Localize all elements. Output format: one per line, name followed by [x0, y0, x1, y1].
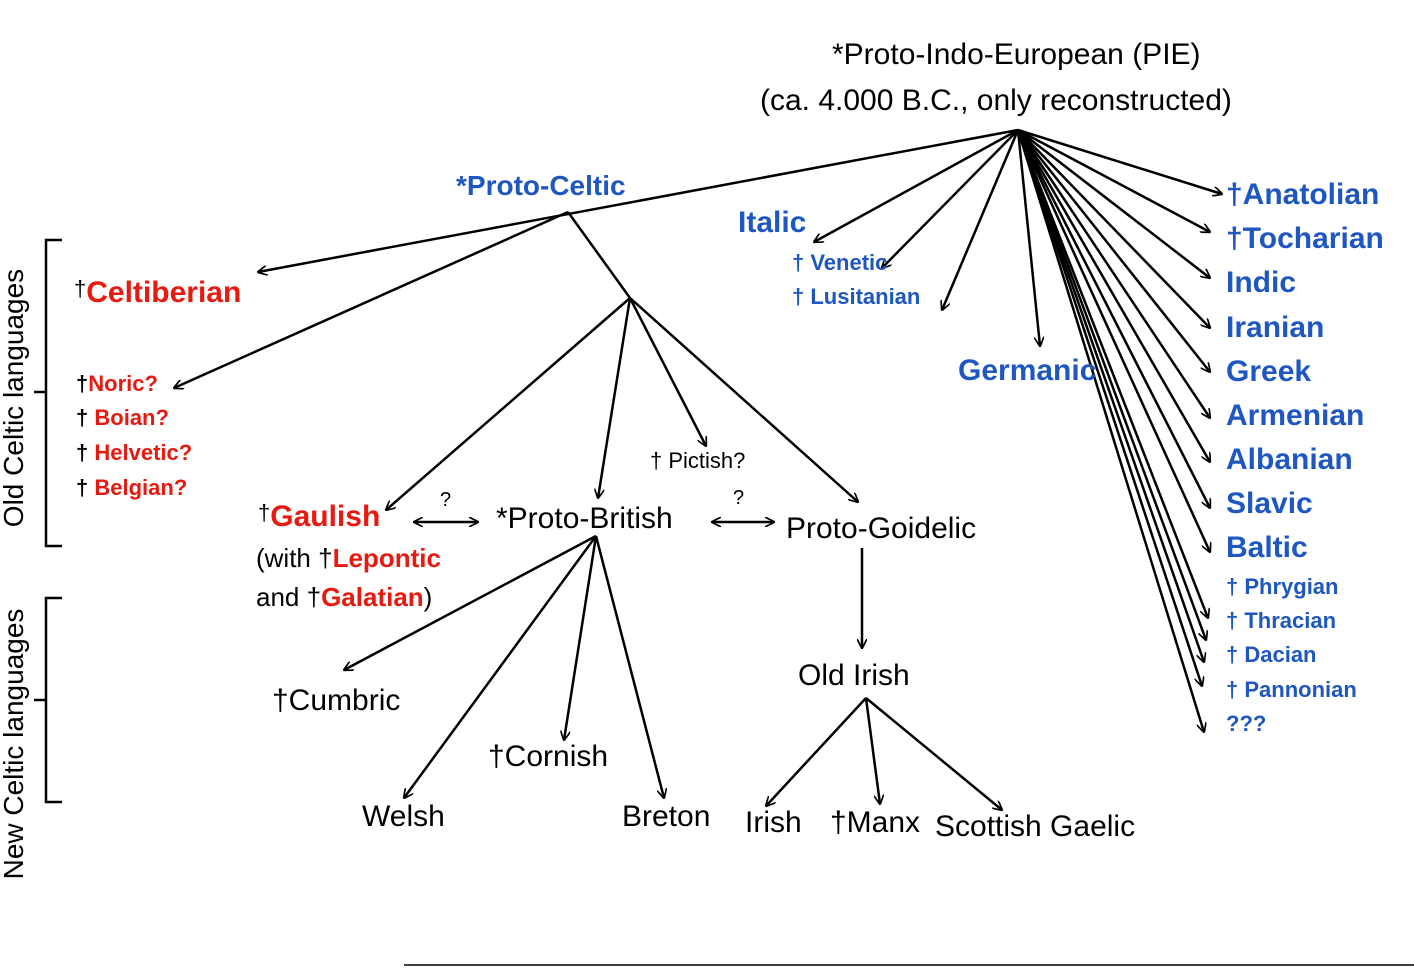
irish-label: Irish [745, 806, 802, 839]
arrow-node-to-pictish [628, 297, 706, 446]
arrow-pie-to-iranian [1017, 129, 1210, 328]
arrow-british-to-welsh [404, 535, 598, 798]
arrow-british-to-cumbric [344, 534, 597, 670]
and-prefix: and [256, 582, 307, 612]
arrow-pie-to-dacian [1016, 129, 1204, 662]
arrow-pie-to-indic [1017, 129, 1210, 278]
arrow-old-irish-to-scottish-gaelic [865, 697, 1002, 810]
welsh-label: Welsh [362, 800, 445, 833]
lepontic-line: (with †Lepontic [256, 545, 441, 571]
arrow-pie-to-lusitanian [942, 129, 1020, 310]
branch-dacian: † Dacian [1226, 642, 1317, 667]
germanic-label: Germanic [958, 354, 1097, 387]
pictish-label: † Pictish? [650, 448, 746, 473]
boian-name: Boian? [94, 405, 169, 430]
branch-albanian: Albanian [1226, 443, 1353, 476]
lepontic-name: Lepontic [332, 543, 441, 573]
bracket-old-celtic [34, 238, 62, 548]
branch-slavic: Slavic [1226, 487, 1313, 520]
arrow-pie-to-slavic [1016, 129, 1210, 508]
arrow-pie-to-pannonian [1016, 129, 1202, 686]
question-mark-2: ? [733, 487, 745, 509]
arrow-pie-to-germanic [1016, 129, 1040, 346]
branch-pannonian: † Pannonian [1226, 677, 1357, 702]
celtiberian-name: Celtiberian [86, 276, 242, 309]
arrow-pie-to-baltic [1016, 129, 1210, 552]
noric-name: Noric? [88, 371, 158, 396]
arrow-pie-to-phrygian [1016, 129, 1208, 618]
arrow-pie-to-celtiberian [258, 128, 1019, 272]
gaulish-dagger: † [258, 500, 271, 525]
arrow-pie-to-unknown [1016, 129, 1204, 732]
helvetic-name: Helvetic? [94, 440, 193, 465]
line-celtic-to-insular-node [566, 211, 632, 299]
lusitanian-label: † Lusitanian [792, 284, 921, 309]
continental-helvetic: † Helvetic? [76, 442, 192, 464]
close-paren: ) [423, 582, 433, 612]
arrow-british-to-cornish [564, 535, 598, 740]
arrow-pie-to-italic [814, 128, 1019, 242]
branch-phrygian: † Phrygian [1226, 574, 1339, 599]
gaulish-label: †Gaulish [258, 502, 380, 532]
galatian-dagger: † [306, 582, 322, 612]
arrow-node-to-proto-british [598, 297, 632, 498]
branch-indic: Indic [1226, 266, 1297, 299]
belgian-dagger: † [76, 475, 89, 500]
arrow-pie-to-greek [1017, 129, 1210, 372]
arrow-old-irish-to-manx [864, 697, 880, 804]
cornish-label: †Cornish [488, 740, 609, 773]
continental-belgian: † Belgian? [76, 477, 187, 499]
new-celtic-side-label: New Celtic languages [0, 608, 29, 880]
proto-celtic-label: *Proto-Celtic [456, 170, 626, 201]
branch-baltic: Baltic [1226, 531, 1308, 564]
arrow-pie-to-tocharian [1017, 128, 1210, 232]
italic-label: Italic [738, 206, 807, 239]
belgian-name: Belgian? [94, 475, 188, 500]
arrow-pie-to-armenian [1016, 129, 1210, 418]
celtiberian-label: †Celtiberian [74, 278, 241, 308]
venetic-label: † Venetic [792, 250, 888, 275]
branch-armenian: Armenian [1226, 399, 1365, 432]
pie-subtitle: (ca. 4.000 B.C., only reconstructed) [760, 84, 1232, 117]
arrow-pie-to-anatolian [1017, 128, 1222, 194]
galatian-line: and †Galatian) [256, 584, 432, 610]
cumbric-label: †Cumbric [272, 684, 401, 717]
manx-label: †Manx [830, 806, 921, 839]
branch-greek: Greek [1226, 355, 1312, 388]
noric-dagger: † [76, 371, 89, 396]
arrow-pie-to-albanian [1016, 129, 1210, 462]
arrow-british-to-breton [594, 535, 664, 798]
branch-anatolian: †Anatolian [1226, 178, 1380, 211]
helvetic-dagger: † [76, 440, 89, 465]
branch-iranian: Iranian [1226, 311, 1325, 344]
continental-boian: † Boian? [76, 407, 169, 429]
arrow-pie-to-thracian [1016, 129, 1206, 640]
branch-thracian: † Thracian [1226, 608, 1337, 633]
proto-goidelic-label: Proto-Goidelic [786, 512, 977, 545]
proto-british-label: *Proto-British [496, 502, 673, 535]
old-celtic-side-label: Old Celtic languages [0, 268, 29, 528]
arrow-pie-to-venetic [882, 129, 1019, 268]
continental-noric: †Noric? [76, 373, 158, 395]
bracket-new-celtic [34, 596, 62, 804]
branch-unknown: ??? [1226, 711, 1267, 736]
old-irish-label: Old Irish [798, 659, 910, 692]
pie-title: *Proto-Indo-European (PIE) [832, 38, 1201, 71]
branch-tocharian: †Tocharian [1226, 222, 1384, 255]
question-mark-1: ? [440, 489, 452, 511]
scottish-gaelic-label: Scottish Gaelic [935, 810, 1136, 843]
breton-label: Breton [622, 800, 711, 833]
with-prefix: (with [256, 543, 319, 573]
gaulish-name: Gaulish [270, 500, 381, 533]
arrow-node-to-proto-goidelic [629, 297, 858, 502]
arrow-node-to-gaulish [386, 297, 631, 510]
galatian-name: Galatian [321, 582, 424, 612]
arrow-celtic-to-noric [174, 210, 569, 388]
lepontic-dagger: † [318, 543, 333, 573]
arrow-old-irish-to-irish [766, 697, 867, 806]
boian-dagger: † [76, 405, 89, 430]
celtiberian-dagger: † [74, 276, 87, 301]
